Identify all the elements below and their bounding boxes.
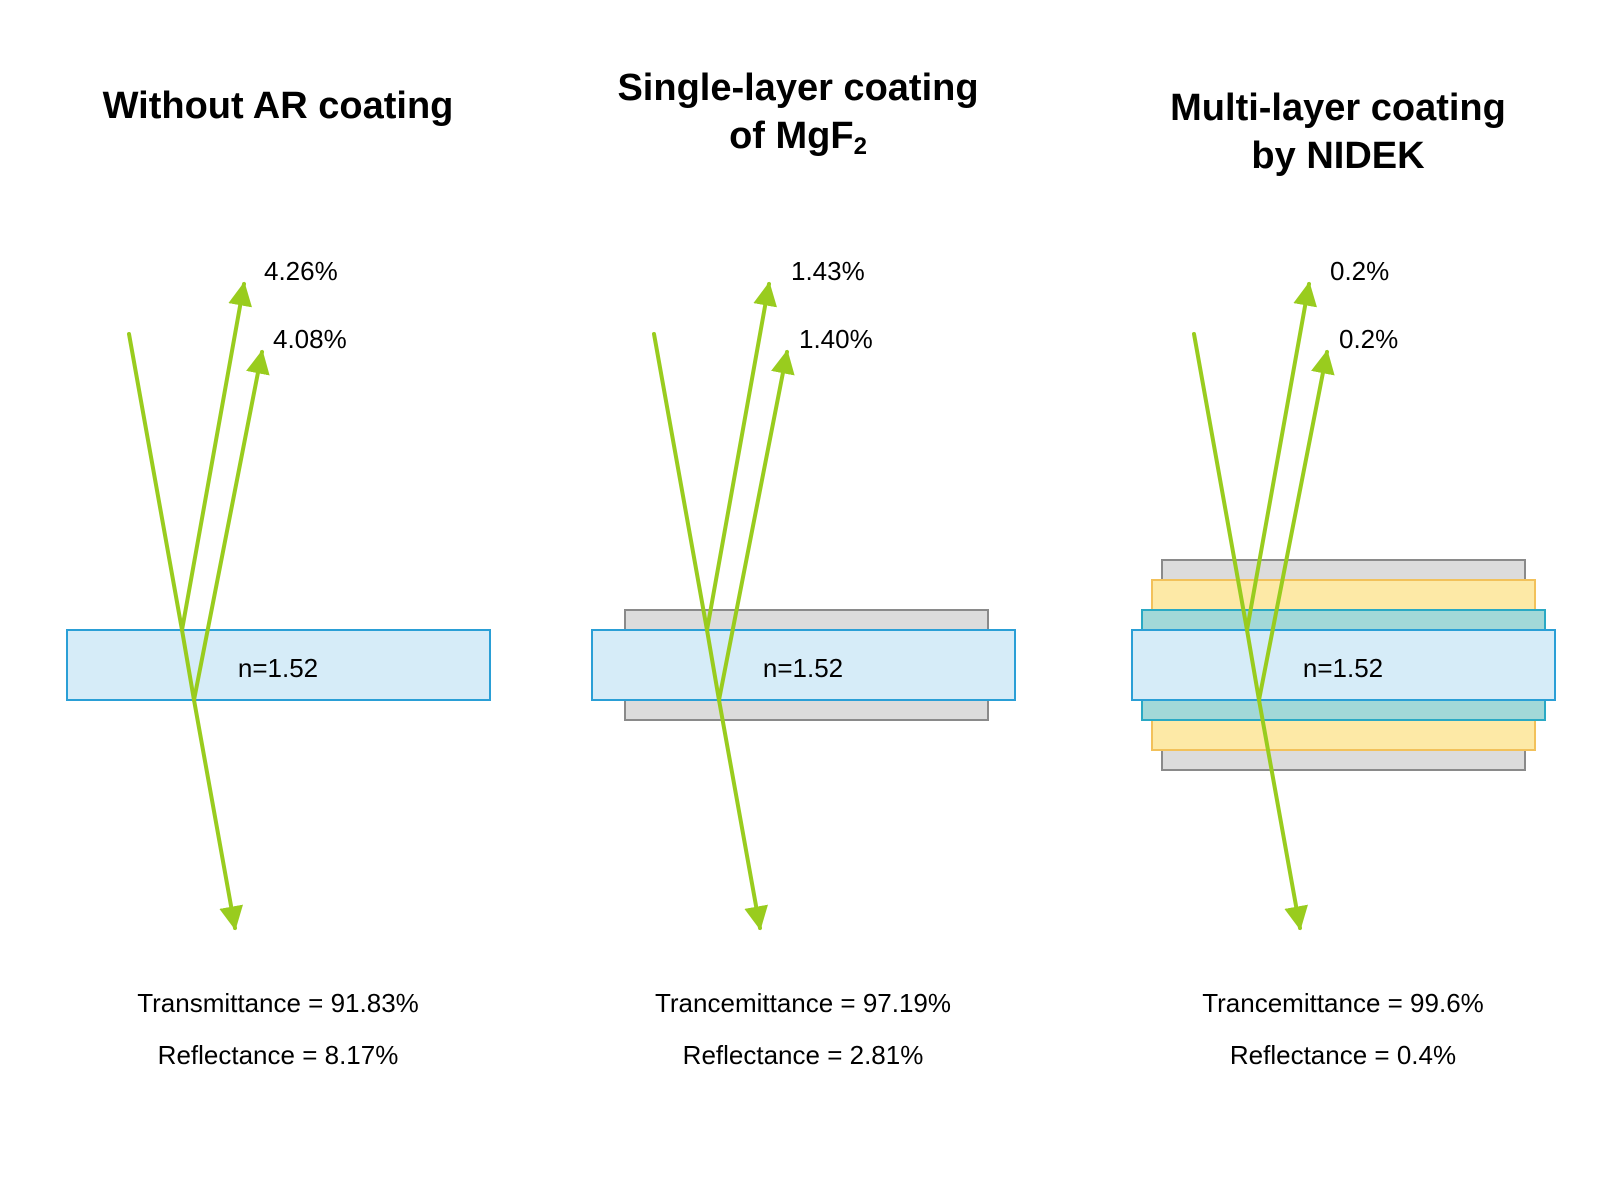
transmittance-text: Transmittance = 91.83% — [137, 988, 419, 1018]
reflectance-text: Reflectance = 8.17% — [158, 1040, 399, 1070]
panel-title-line2: of MgF2 — [729, 115, 867, 160]
reflected-ray-surface — [705, 281, 778, 632]
glass-label: n=1.52 — [238, 653, 318, 683]
panel-single-layer: Single-layer coating of MgF2 n=1.52 1.43… — [591, 67, 1016, 1070]
reflection-inner-value: 1.40% — [799, 324, 873, 354]
panel-title-line2: by NIDEK — [1251, 135, 1425, 177]
reflection-outer-value: 1.43% — [791, 256, 865, 286]
refracted-ray — [180, 628, 196, 702]
reflection-inner-value: 4.08% — [273, 324, 347, 354]
incident-ray — [1192, 332, 1249, 632]
transmitted-ray — [192, 698, 243, 931]
reflection-outer-value: 4.26% — [264, 256, 338, 286]
reflection-outer-value: 0.2% — [1330, 256, 1389, 286]
reflectance-text: Reflectance = 2.81% — [683, 1040, 924, 1070]
glass-label: n=1.52 — [763, 653, 843, 683]
glass-substrate — [591, 629, 1016, 701]
glass-substrate — [66, 629, 491, 701]
refracted-ray — [1245, 628, 1261, 702]
incident-ray — [652, 332, 709, 632]
reflectance-text: Reflectance = 0.4% — [1230, 1040, 1456, 1070]
panel-title-line1: Multi-layer coating — [1170, 87, 1506, 129]
reflected-ray-surface — [1245, 281, 1318, 632]
transmittance-text: Trancemittance = 99.6% — [1202, 988, 1484, 1018]
incident-ray — [127, 332, 184, 632]
reflected-ray-surface — [180, 281, 253, 632]
glass-label: n=1.52 — [1303, 653, 1383, 683]
panel-title: Without AR coating — [103, 85, 454, 127]
reflected-ray-back — [1257, 349, 1335, 702]
refracted-ray — [705, 628, 721, 702]
glass-substrate — [1131, 629, 1556, 701]
transmitted-ray — [717, 698, 768, 931]
transmittance-text: Trancemittance = 97.19% — [655, 988, 951, 1018]
panel-without-ar: Without AR coating n=1.52 4.26% 4.08% Tr… — [66, 85, 491, 1070]
reflected-ray-back — [717, 349, 795, 702]
reflection-inner-value: 0.2% — [1339, 324, 1398, 354]
panel-title-line1: Single-layer coating — [617, 67, 978, 109]
reflected-ray-back — [192, 349, 270, 702]
panel-multi-layer: Multi-layer coating by NIDEK n=1.52 0.2%… — [1131, 87, 1556, 1070]
transmitted-ray — [1257, 698, 1308, 931]
